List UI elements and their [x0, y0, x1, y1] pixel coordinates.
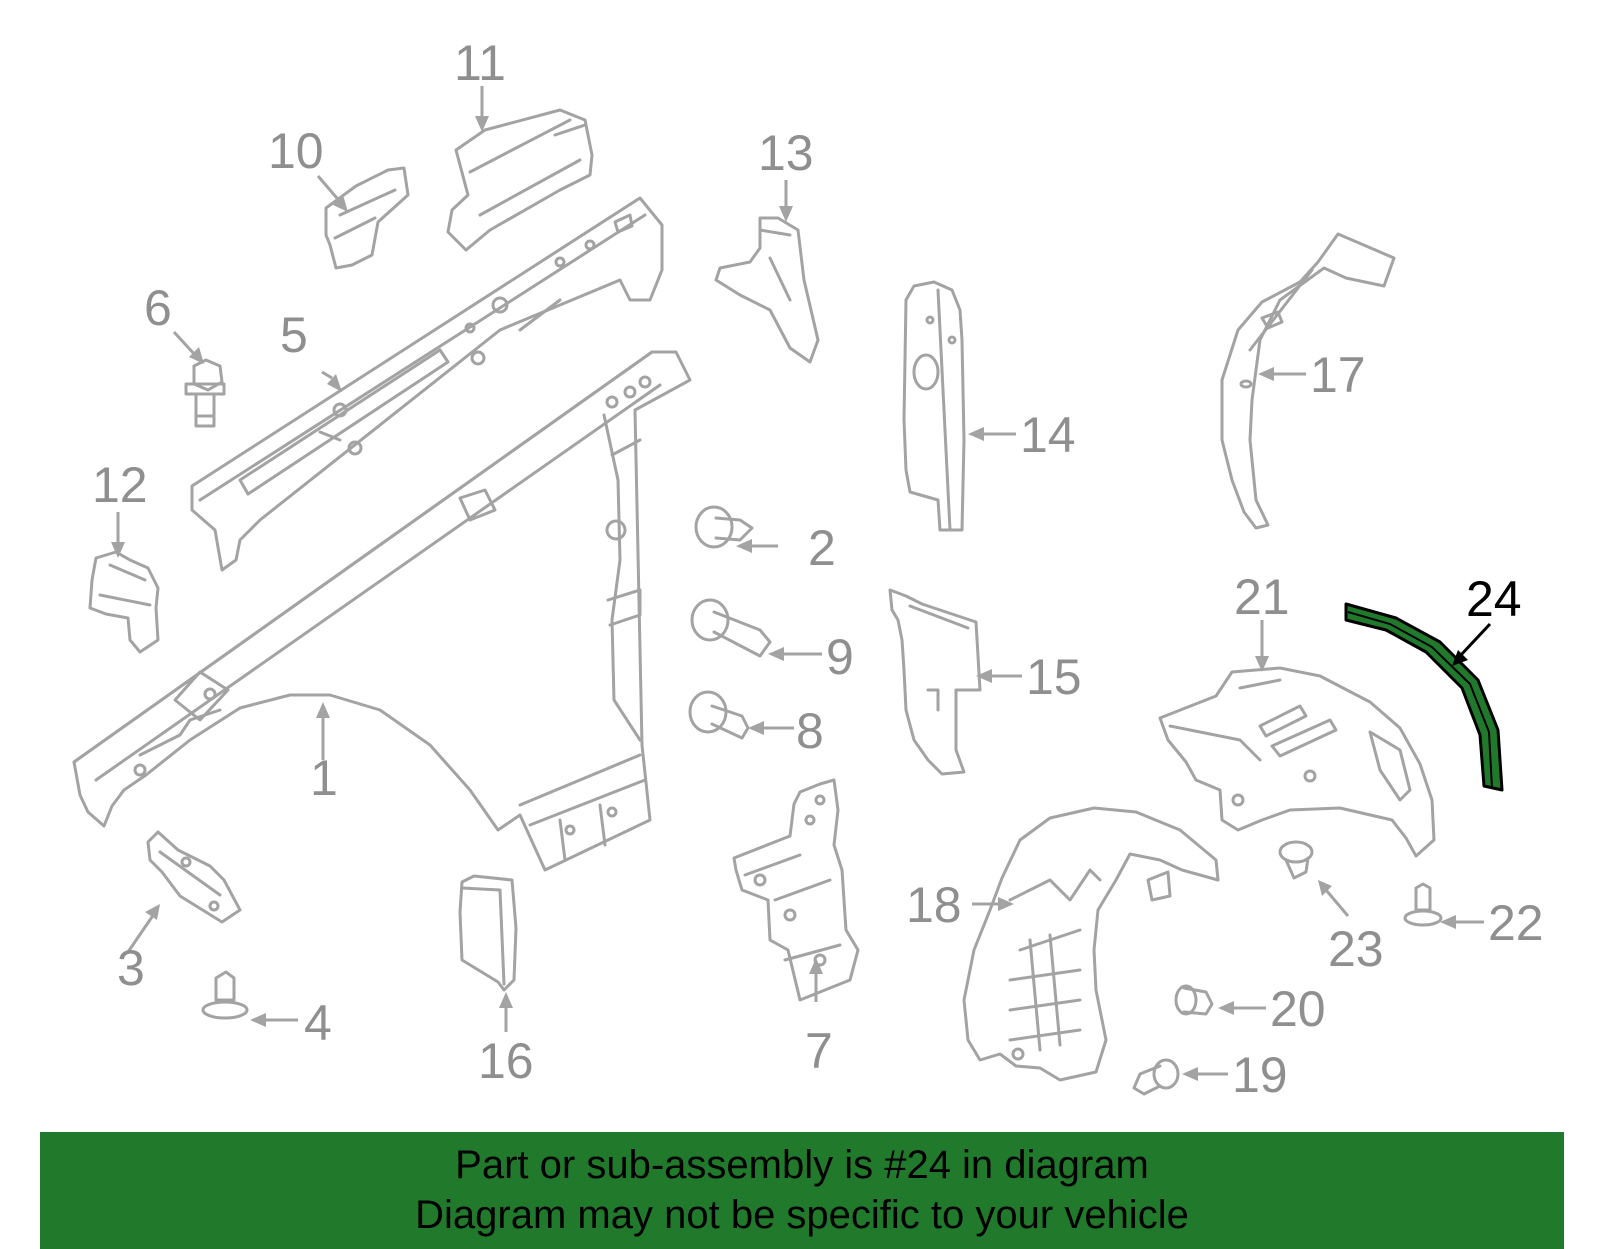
- callout-8: 8: [796, 703, 824, 759]
- part-22-stud: [1403, 882, 1443, 927]
- part-15-bracket: [888, 588, 982, 776]
- callout-7: 7: [805, 1023, 833, 1079]
- part-13-bracket: [714, 216, 820, 364]
- part-5-upper-rail: [190, 196, 664, 572]
- part-16-panel: [458, 874, 518, 992]
- callout-14: 14: [1020, 407, 1076, 463]
- callout-16: 16: [478, 1033, 534, 1089]
- part-8-bolt: [688, 690, 750, 740]
- part-1-fender: [72, 350, 692, 872]
- part-9-bolt: [690, 598, 772, 658]
- callout-9: 9: [826, 629, 854, 685]
- callout-5: 5: [280, 307, 308, 363]
- part-11-bracket: [446, 108, 594, 252]
- callout-23: 23: [1328, 921, 1384, 977]
- part-6-bolt: [184, 358, 226, 428]
- callout-6: 6: [144, 280, 172, 336]
- callout-18: 18: [906, 877, 962, 933]
- part-3-bracket: [146, 830, 242, 924]
- callout-21: 21: [1234, 569, 1290, 625]
- callout-17: 17: [1310, 347, 1366, 403]
- part-17-brace: [1220, 232, 1396, 530]
- callout-labels: 1 2 3 4 5 6 7 8 9 10 11 12 13 14 15 16 1…: [92, 35, 1544, 1103]
- part-7-hinge: [732, 778, 860, 1002]
- callout-13: 13: [758, 125, 814, 181]
- callout-22: 22: [1488, 895, 1544, 951]
- banner-line-1: Part or sub-assembly is #24 in diagram: [455, 1143, 1149, 1187]
- callout-12: 12: [92, 457, 148, 513]
- callout-15: 15: [1026, 649, 1082, 705]
- info-banner: Part or sub-assembly is #24 in diagram D…: [40, 1132, 1564, 1249]
- callout-2: 2: [808, 520, 836, 576]
- part-23-clip: [1278, 840, 1314, 880]
- part-12-bracket: [88, 550, 160, 654]
- callout-arrows: [111, 86, 1492, 1081]
- callout-11: 11: [454, 35, 506, 91]
- callout-1: 1: [310, 750, 338, 806]
- callout-24: 24: [1466, 571, 1522, 627]
- part-20-clip: [1174, 984, 1214, 1016]
- part-2-bolt: [694, 505, 754, 549]
- callout-3: 3: [117, 940, 145, 996]
- part-10-bracket: [324, 166, 410, 270]
- part-4-stud: [201, 970, 249, 1020]
- parts-diagram: 1 2 3 4 5 6 7 8 9 10 11 12 13 14 15 16 1…: [72, 35, 1544, 1103]
- callout-4: 4: [304, 995, 332, 1051]
- banner-line-2: Diagram may not be specific to your vehi…: [415, 1193, 1189, 1237]
- part-18-liner: [962, 806, 1220, 1082]
- callout-19: 19: [1232, 1047, 1288, 1103]
- callout-20: 20: [1270, 981, 1326, 1037]
- part-19-clip: [1132, 1058, 1180, 1096]
- part-24-molding: [1344, 602, 1504, 792]
- callout-10: 10: [268, 123, 324, 179]
- part-14-panel: [902, 280, 966, 532]
- part-21-liner: [1158, 666, 1436, 858]
